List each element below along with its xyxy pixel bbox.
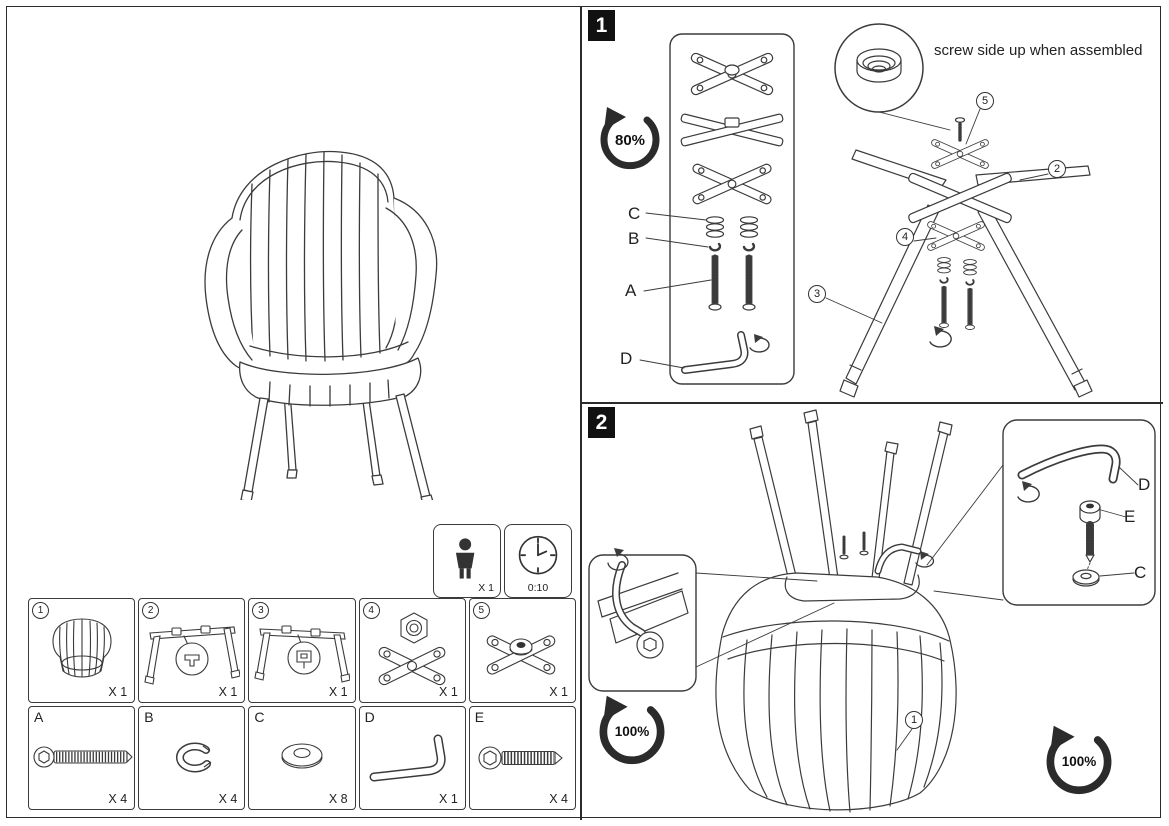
step-2-diagram [588,409,1156,813]
label-washer-c: C [628,204,641,223]
part-id-badge: 3 [252,602,270,619]
label-bolt-e: E [1124,507,1136,526]
part-id-letter: C [254,708,265,725]
part-id-badge: 4 [362,602,380,619]
part-qty: X 4 [218,792,238,806]
part-cell-bracket-dome: 5 X 1 [468,598,576,703]
part-cell-bracket-nut: 4 X 1 [358,598,466,703]
horizontal-divider [580,402,1163,404]
meta-box: X 1 0:10 [433,524,572,598]
part-cell-seat-shell: 1 X 1 [28,598,136,703]
part-qty: X 1 [439,792,458,806]
part-qty: X 1 [439,684,458,699]
part-leg-frame-b-art [254,625,350,683]
part-qty: X 1 [549,684,568,699]
step-1-number: 1 [588,10,615,41]
clock-icon [518,535,558,575]
part-id-letter: E [474,708,485,725]
callout-chair-1: 1 [905,711,923,729]
overview-panel: X 1 0:10 1 [8,8,580,818]
callout-bracket-5: 5 [976,92,994,110]
part-qty: X 1 [218,684,238,699]
page-border [6,6,1161,818]
step-1-diagram [600,23,1093,398]
person-count-cell: X 1 [433,524,501,598]
step-2-progress-right: 100% [1061,754,1097,769]
label-allen-key-d: D [1138,475,1151,494]
part-id-letter: A [34,708,44,725]
assembly-time-label: 0:10 [527,582,549,594]
label-washer-c: C [1134,563,1147,582]
callout-frame-2: 2 [1048,160,1066,178]
part-spring-washer-art [175,742,212,773]
part-qty: X 4 [549,792,568,806]
part-leg-frame-a-art [144,625,240,685]
time-cell: 0:10 [504,524,572,598]
part-cell-flat-washer: C X 8 [248,705,356,810]
part-cell-short-bolt: E X 4 [468,705,576,810]
part-id-letter: D [364,708,375,725]
part-allen-key-art [369,734,446,782]
step-2-number: 2 [588,407,615,438]
part-cell-spring-washer: B X 4 [138,705,246,810]
part-id-letter: B [144,708,154,725]
step-2-panel: 2 100% 100% D E C 1 [582,405,1161,818]
part-qty: X 1 [108,684,128,699]
part-cell-long-bolt: A X 4 [28,705,136,810]
parts-table: 1 X 1 2 [28,598,576,810]
label-spring-washer-b: B [628,229,640,248]
step-1-panel: 1 80% screw side up when assembled C B A… [582,8,1161,402]
part-id-badge: 5 [472,602,490,619]
part-cross-bracket-art [487,635,556,675]
part-cell-leg-frame-a: 2 X 1 [138,598,246,703]
part-cell-leg-frame-b: 3 [248,598,356,703]
vertical-divider [580,6,582,820]
callout-leg-3: 3 [808,285,826,303]
callout-bracket-4: 4 [896,228,914,246]
part-seat-shell-art [52,618,112,678]
label-allen-key-d: D [620,349,633,368]
part-short-bolt-art [478,746,563,770]
chair-illustration [204,150,438,500]
person-icon [455,538,475,579]
part-cell-allen-key: D X 1 [358,705,466,810]
part-id-badge: 2 [142,602,160,619]
part-long-bolt-art [33,746,133,768]
part-qty: X 8 [328,792,348,806]
step-1-note: screw side up when assembled [934,42,1143,59]
part-qty: X 4 [108,792,128,806]
part-qty: X 1 [328,684,348,699]
person-qty-label: X 1 [478,582,494,594]
part-cross-bracket-nut-art [378,612,446,686]
label-bolt-a: A [625,281,637,300]
step-2-progress-left: 100% [614,724,650,739]
part-id-badge: 1 [32,602,49,619]
part-flat-washer-art [281,743,323,769]
step-1-progress: 80% [614,132,646,149]
